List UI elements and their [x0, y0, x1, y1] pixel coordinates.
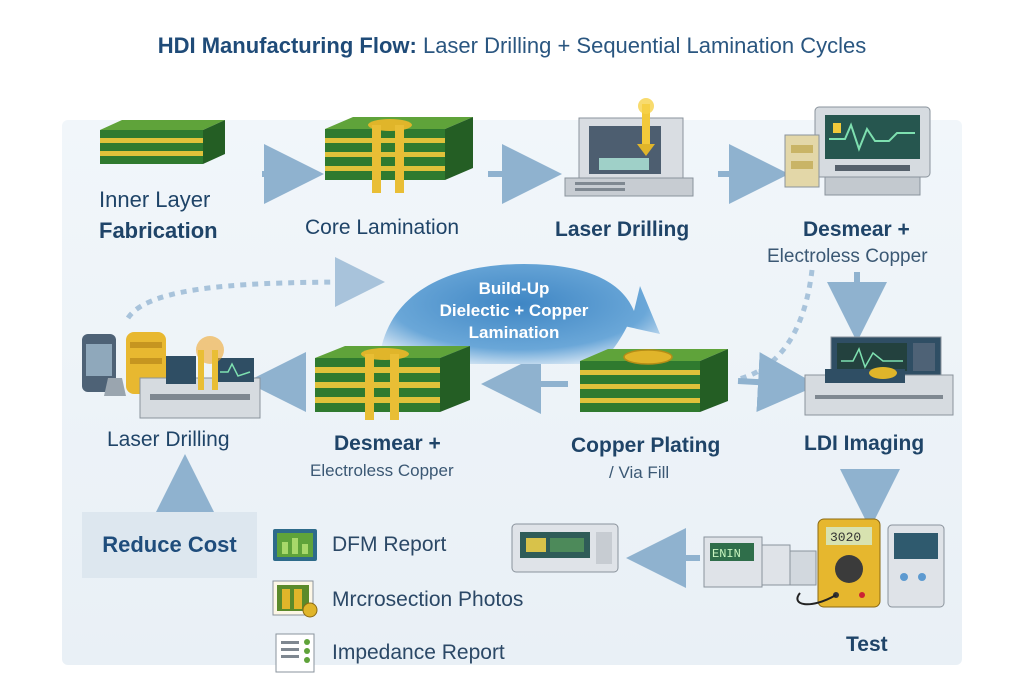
inner-layer-line2: Fabrication: [99, 218, 218, 243]
desmear-pcb-stack-icon: [315, 346, 470, 420]
deliverable-microsection-photos: Mrcrosection Photos: [272, 580, 523, 620]
buildup-bubble-icon: [379, 264, 660, 364]
buildup-line3: Lamination: [468, 323, 560, 342]
copper-plating-sub: / Via Fill: [609, 463, 670, 482]
deliverable-label: Mrcrosection Photos: [332, 588, 524, 611]
buildup-line2: Dielectic + Copper: [439, 301, 589, 320]
laser-drilling-machine-icon: [564, 98, 694, 197]
reduce-cost-box: Reduce Cost: [82, 512, 257, 578]
laser-drilling-station-icon: [82, 332, 261, 419]
impedance-report-icon: [275, 633, 315, 673]
core-lamination-label: Core Lamination: [305, 216, 460, 239]
deliverable-impedance-report: Impedance Report: [272, 632, 505, 674]
ldi-imaging-label: LDI Imaging: [804, 432, 925, 455]
desmear-machine-icon: [784, 106, 931, 196]
copper-plating-label: Copper Plating: [571, 434, 721, 457]
ldi-imaging-machine-icon: [804, 336, 954, 416]
core-lamination-pcb-icon: [325, 117, 473, 193]
dotted-loop-arrow-left: [125, 257, 385, 320]
inner-layer-line1: Inner Layer: [99, 187, 211, 212]
buildup-line1: Build-Up: [478, 279, 550, 298]
title-bold: HDI Manufacturing Flow:: [157, 33, 417, 58]
desmear-mid-sub: Electroless Copper: [310, 461, 454, 480]
inner-layer-pcb-icon: [100, 120, 225, 164]
buildup-label: Build-Up Dielectic + Copper Lamination: [414, 278, 614, 344]
dotted-return-arrow-right: [734, 269, 815, 383]
dfm-report-icon: [273, 529, 317, 561]
test-equipment-icon: ENIN 3020: [703, 518, 945, 608]
copper-plating-pcb-icon: [580, 349, 728, 412]
laser-drilling-top-label: Laser Drilling: [555, 218, 690, 241]
deliverable-label: DFM Report: [332, 533, 447, 556]
desmear-mid-label: Desmear +: [334, 432, 441, 455]
test-screen-text: ENIN: [712, 547, 741, 561]
page-title: HDI Manufacturing Flow: Laser Drilling +…: [0, 33, 1024, 59]
meter-readout-text: 3020: [830, 530, 861, 545]
arrow-plating-to-ldi: [737, 352, 818, 413]
microsection-photo-icon: [272, 580, 318, 618]
deliverable-dfm-report: DFM Report: [272, 528, 446, 562]
inner-layer-label: Inner Layer Fabrication: [99, 184, 218, 246]
test-label: Test: [846, 633, 888, 656]
report-equipment-icon: [511, 523, 619, 573]
desmear-top-label: Desmear +: [803, 218, 910, 241]
deliverable-label: Impedance Report: [332, 641, 505, 664]
laser-drilling-mid-label: Laser Drilling: [107, 428, 230, 451]
desmear-top-sub: Electroless Copper: [767, 246, 928, 267]
title-normal: Laser Drilling + Sequential Lamination C…: [422, 33, 867, 58]
